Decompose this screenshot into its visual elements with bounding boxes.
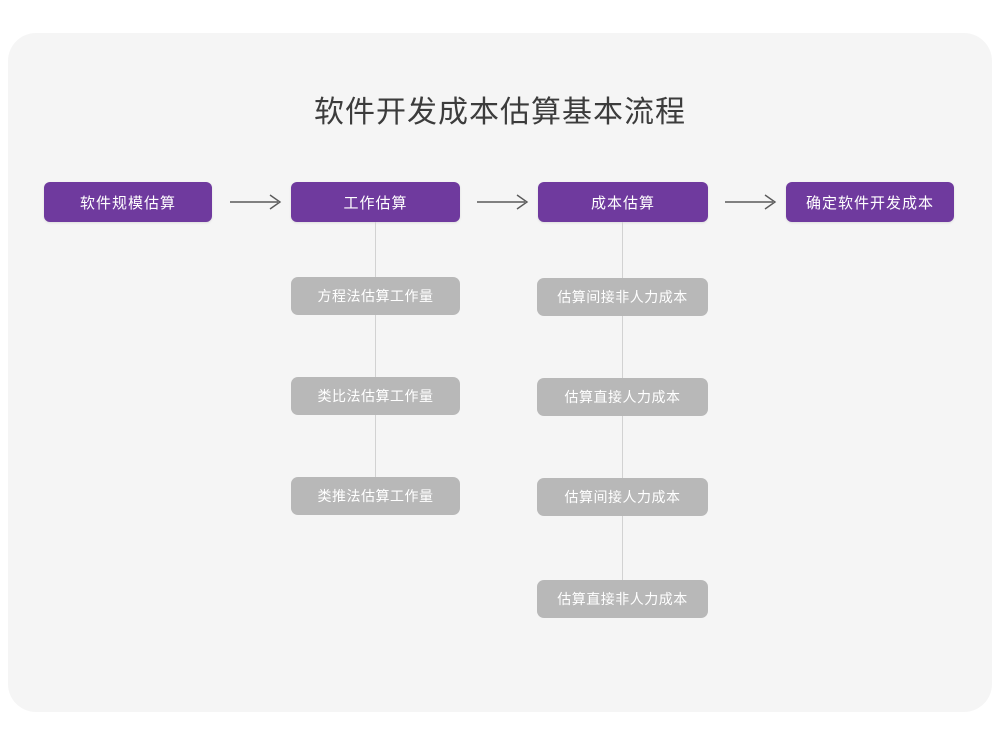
node-step4[interactable]: 确定软件开发成本 [786,182,954,222]
node-branch2-item1[interactable]: 估算间接非人力成本 [537,278,708,316]
arrow-right-icon-3 [723,191,779,213]
node-step2[interactable]: 工作估算 [291,182,460,222]
arrow-right-icon-2 [475,191,531,213]
node-branch1-item2[interactable]: 类比法估算工作量 [291,377,460,415]
page-title: 软件开发成本估算基本流程 [314,96,686,129]
node-branch1-item3[interactable]: 类推法估算工作量 [291,477,460,515]
card-background [8,33,992,712]
connector-branch-1 [375,222,376,497]
node-branch2-item4[interactable]: 估算直接非人力成本 [537,580,708,618]
node-branch1-item1[interactable]: 方程法估算工作量 [291,277,460,315]
arrow-right-icon-1 [228,191,284,213]
node-step3[interactable]: 成本估算 [538,182,708,222]
node-branch2-item3[interactable]: 估算间接人力成本 [537,478,708,516]
node-step1[interactable]: 软件规模估算 [44,182,212,222]
node-branch2-item2[interactable]: 估算直接人力成本 [537,378,708,416]
